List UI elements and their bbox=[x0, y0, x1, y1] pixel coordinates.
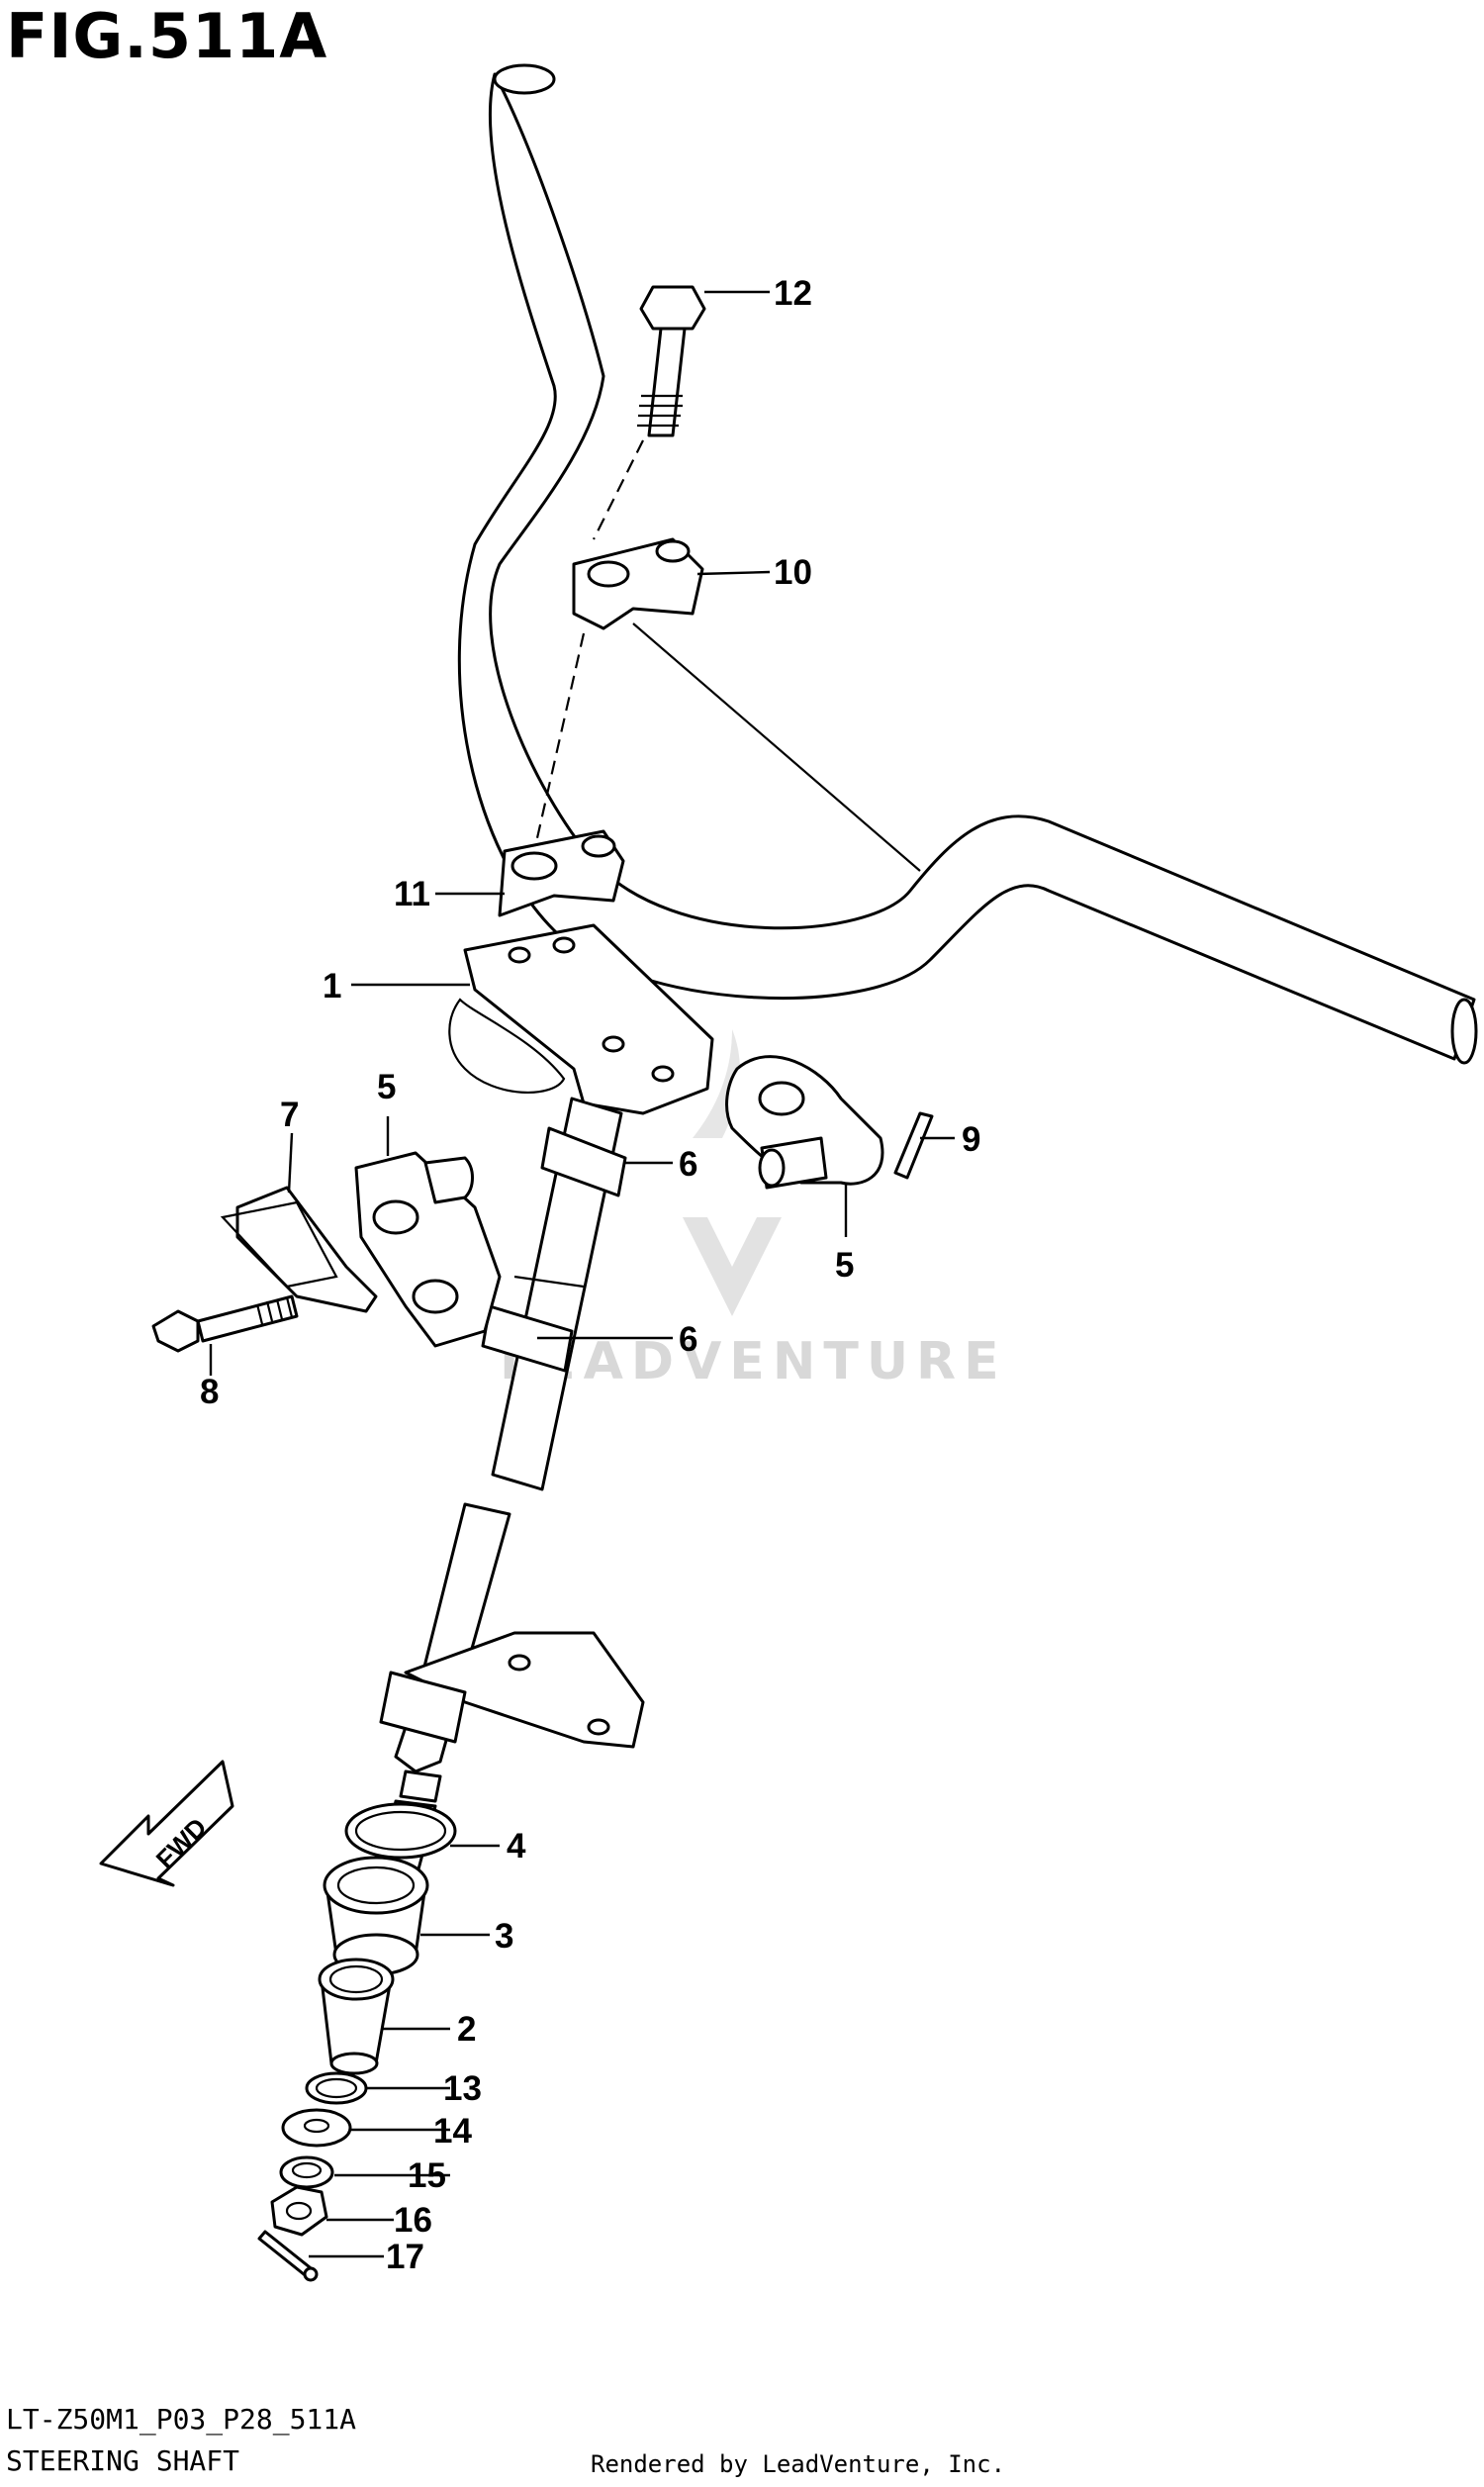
callout-10: 10 bbox=[774, 553, 812, 592]
callout-9: 9 bbox=[962, 1120, 980, 1159]
bolt-8 bbox=[151, 1294, 299, 1353]
callout-12: 12 bbox=[774, 274, 812, 313]
cotter-pin-9 bbox=[893, 1111, 934, 1180]
callout-2: 2 bbox=[457, 2010, 476, 2049]
figure-title: FIG.511A bbox=[6, 0, 328, 72]
bush-3 bbox=[323, 1856, 429, 1976]
plate-1 bbox=[448, 923, 714, 1115]
handlebar bbox=[457, 63, 1478, 1065]
render-credit: Rendered by LeadVenture, Inc. bbox=[591, 2450, 1006, 2478]
callout-16: 16 bbox=[394, 2201, 432, 2240]
callout-5-right: 5 bbox=[835, 1246, 854, 1285]
callout-17: 17 bbox=[386, 2238, 424, 2276]
diagram-code: LT-Z50M1_P03_P28_511A bbox=[6, 2403, 357, 2436]
callout-3: 3 bbox=[495, 1917, 513, 1956]
bush-2 bbox=[318, 1958, 395, 2075]
watermark-text: LEADVENTURE bbox=[500, 1332, 1007, 1391]
watermark: LEADVENTURE bbox=[500, 1029, 1007, 1391]
washer-15 bbox=[279, 2155, 334, 2189]
nut-16 bbox=[270, 2185, 328, 2237]
callout-13: 13 bbox=[443, 2069, 482, 2108]
callout-1: 1 bbox=[323, 967, 341, 1005]
upper-holder-10 bbox=[532, 537, 704, 852]
callout-15: 15 bbox=[408, 2156, 446, 2195]
fwd-arrow-icon: FWD bbox=[99, 1760, 234, 1887]
cotter-pin-17 bbox=[257, 2230, 319, 2282]
callout-11: 11 bbox=[394, 875, 430, 913]
callout-labels: 12 10 11 1 7 5 6 6 8 9 5 4 3 2 13 14 15 … bbox=[200, 274, 980, 2276]
callout-7: 7 bbox=[280, 1096, 299, 1134]
callout-6-lower: 6 bbox=[679, 1320, 697, 1359]
bolt-12 bbox=[593, 285, 706, 540]
callout-4: 4 bbox=[507, 1827, 526, 1865]
steering-shaft-upper bbox=[481, 1097, 627, 1491]
diagram-caption: STEERING SHAFT bbox=[6, 2444, 240, 2477]
circlip-4 bbox=[344, 1802, 457, 1860]
callout-14: 14 bbox=[433, 2112, 472, 2151]
leader-lines bbox=[209, 290, 955, 2258]
clamp-5-right bbox=[725, 1055, 884, 1190]
washer-14 bbox=[281, 2108, 352, 2148]
washer-13 bbox=[305, 2071, 368, 2105]
callout-8: 8 bbox=[200, 1373, 219, 1411]
bracket-7 bbox=[220, 1186, 378, 1313]
callout-6-upper: 6 bbox=[679, 1145, 697, 1184]
callout-5-left: 5 bbox=[377, 1068, 396, 1106]
clamp-5-left bbox=[354, 1151, 502, 1348]
lower-holder-11 bbox=[498, 829, 625, 917]
